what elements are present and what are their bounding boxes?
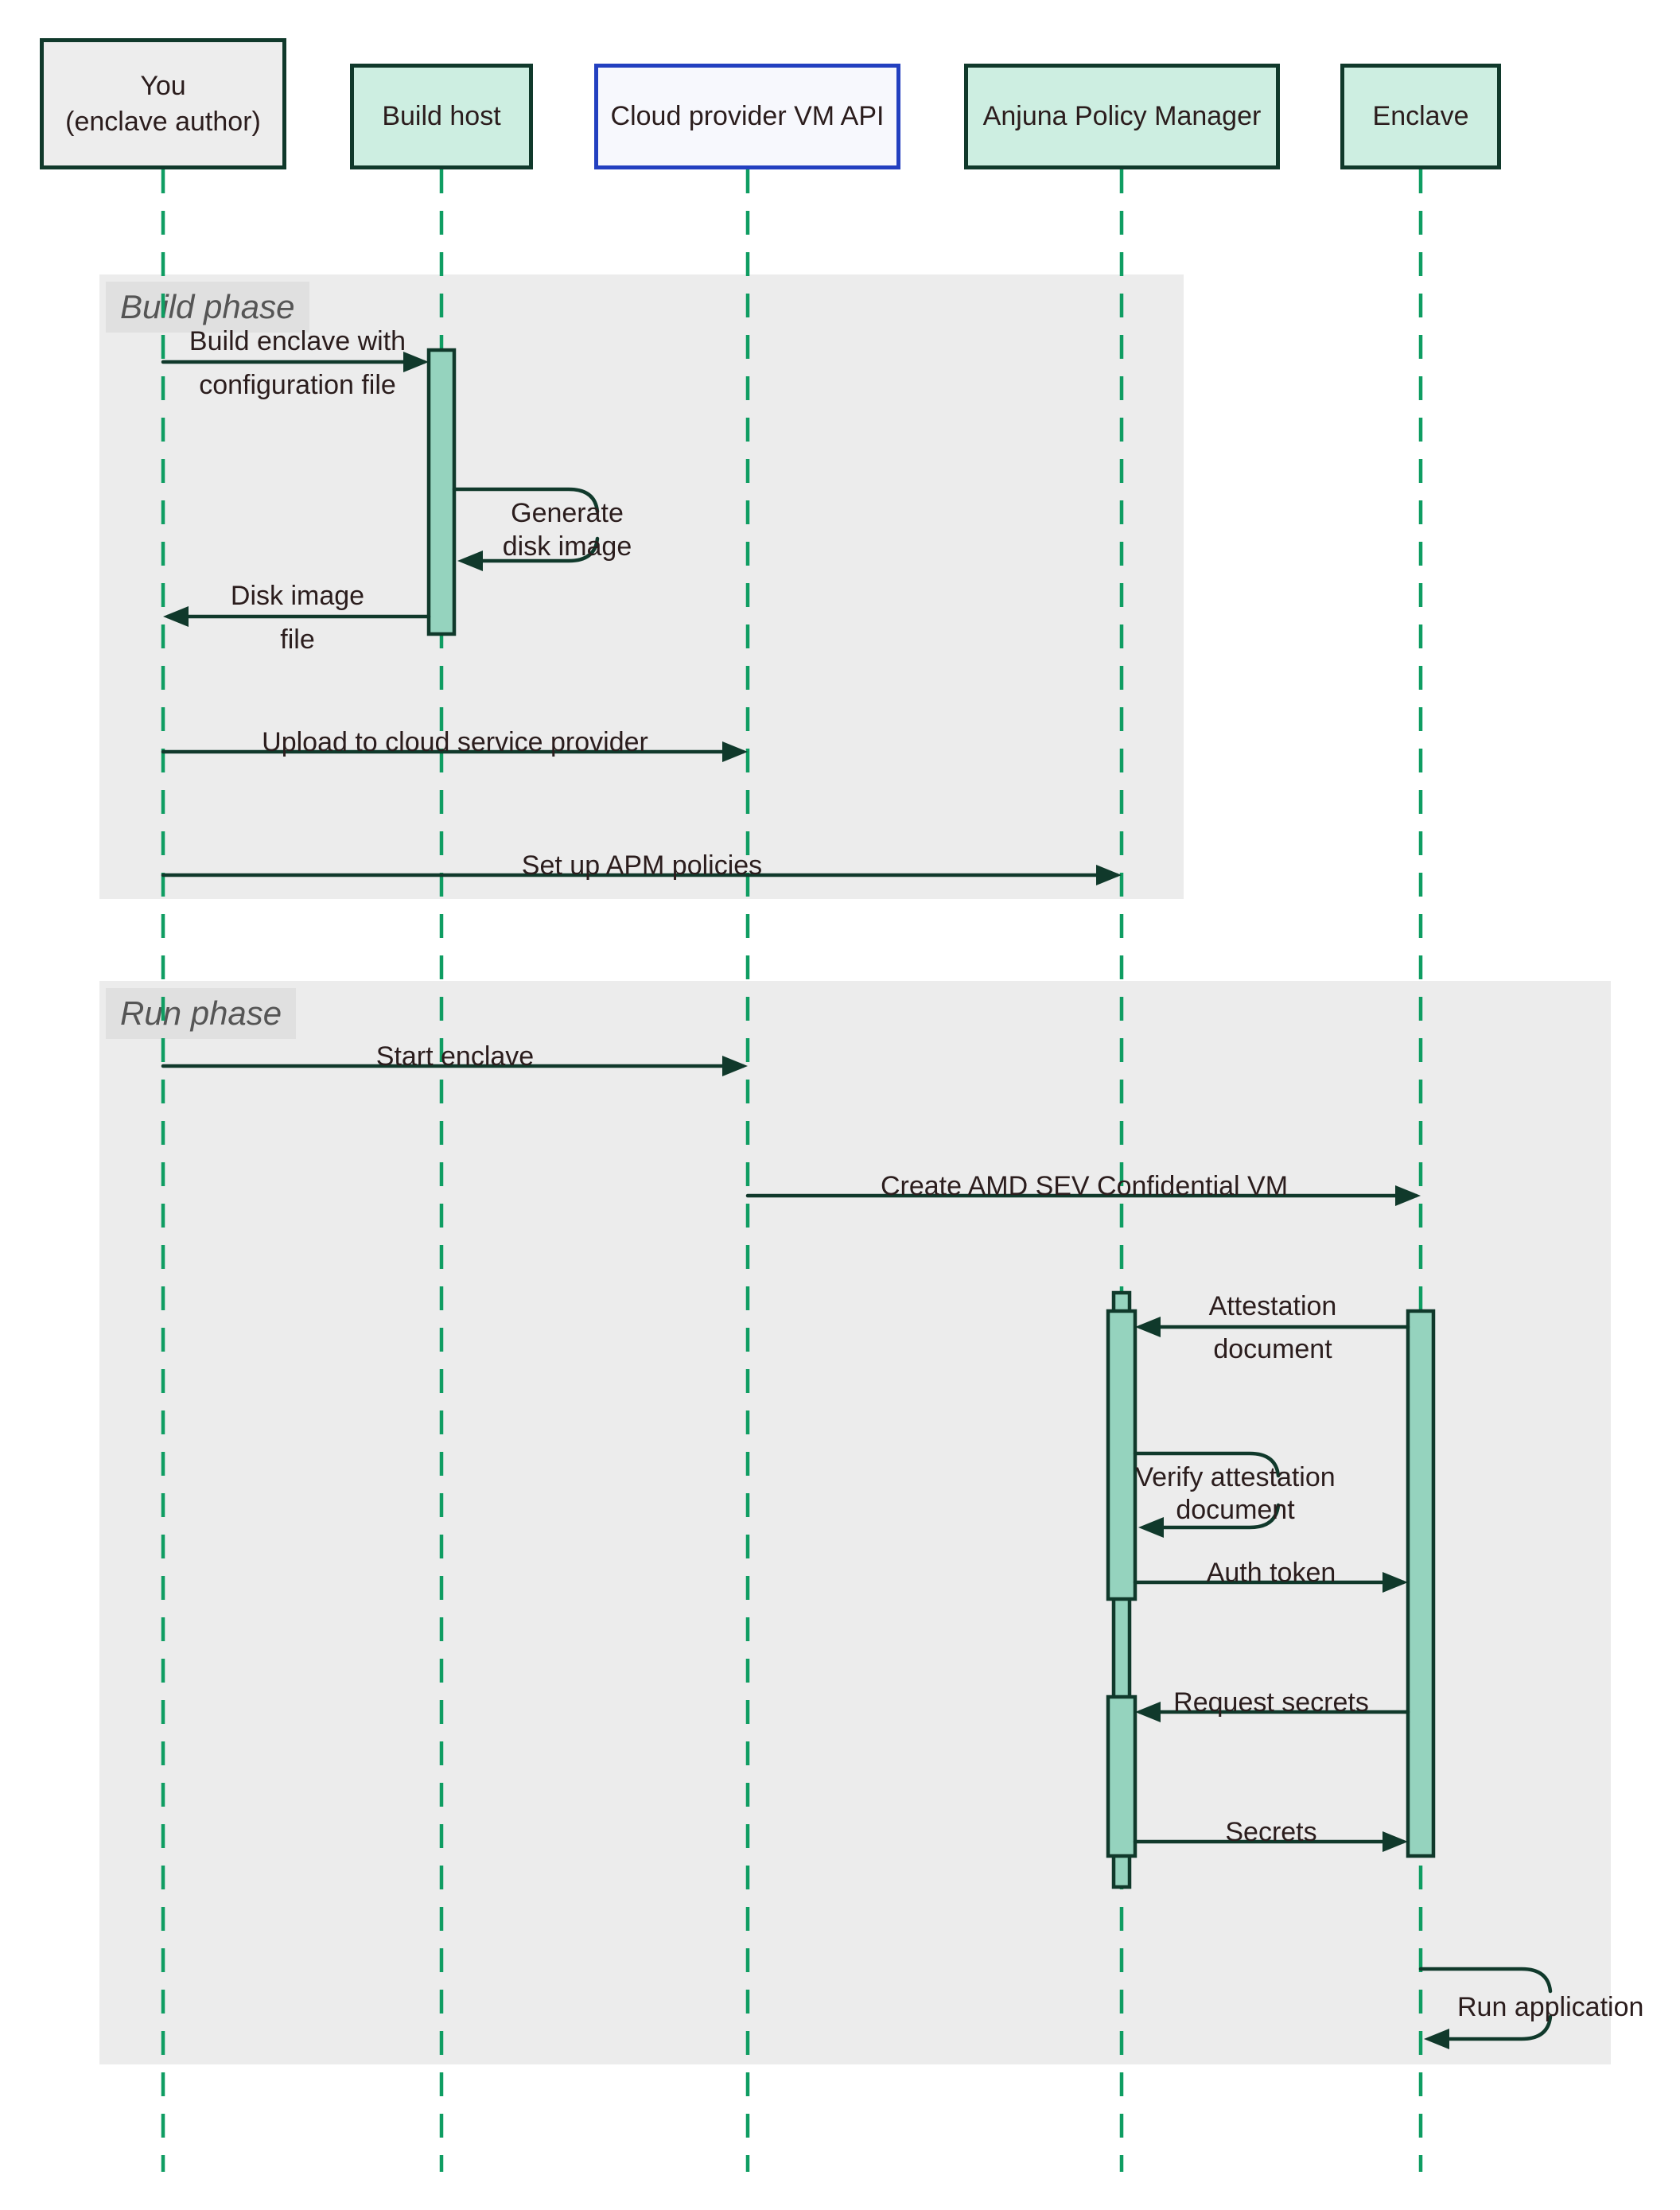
arrowhead-request-secrets [1135,1702,1161,1722]
self-message-back-verify-attestation-document [1161,1503,1281,1530]
message-label-secrets: Secrets [1225,1817,1317,1847]
actor-label-apm: Anjuna Policy Manager [982,101,1262,132]
actor-enclave: Enclave [1340,64,1501,169]
phase-band-run [99,981,1611,2064]
message-label-create-amd-sev-confidential-vm: Create AMD SEV Confidential VM [880,1171,1289,1201]
self-message-back-run-application [1447,2014,1553,2041]
actor-apm: Anjuna Policy Manager [964,64,1280,169]
message-label-run-application: Run application [1457,1992,1644,2022]
message-label-set-up-apm-policies: Set up APM policies [521,850,763,881]
phase-label-build: Build phase [106,282,309,333]
actor-label-enclave: Enclave [1372,101,1469,132]
arrowhead-secrets [1382,1831,1408,1852]
actor-label-you: (enclave author) [65,106,261,137]
message-label-upload-to-cloud-service-provider: Upload to cloud service provider [262,727,648,757]
arrowhead-set-up-apm-policies [1096,865,1122,885]
message-label-start-enclave: Start enclave [375,1041,535,1072]
phase-label-run: Run phase [106,988,297,1040]
activation-bar-enclave [1406,1309,1436,1858]
actor-build-host: Build host [350,64,533,169]
actor-label-cloud-api: Cloud provider VM API [610,101,885,132]
message-label-build-enclave-with-configuration-file: Build enclave with [189,326,406,356]
activation-bar-apm [1106,1694,1138,1858]
self-message-out-run-application [1418,1967,1553,1994]
message-label-disk-image-file: file [280,624,315,655]
message-label-attestation-document: Attestation [1208,1291,1337,1321]
arrowhead-build-enclave-with-configuration-file [403,352,429,372]
message-label-generate-disk-image: disk image [502,531,632,562]
self-message-out-verify-attestation-document [1133,1451,1281,1478]
message-label-verify-attestation-document: Verify attestation [1135,1462,1336,1492]
arrowhead-attestation-document [1135,1317,1161,1337]
arrowhead-upload-to-cloud-service-provider [722,741,748,762]
message-label-attestation-document: document [1213,1334,1332,1364]
self-message-back-generate-disk-image [480,536,600,563]
arrowhead-run-application [1424,2029,1449,2049]
arrowhead-verify-attestation-document [1138,1517,1164,1538]
message-label-verify-attestation-document: document [1176,1495,1295,1525]
actor-cloud-api: Cloud provider VM API [594,64,900,169]
phase-band-build [99,274,1184,899]
actor-you: You (enclave author) [40,38,286,169]
activation-bar-apm [1106,1309,1138,1601]
message-label-request-secrets: Request secrets [1173,1687,1369,1718]
self-message-out-generate-disk-image [452,487,600,514]
message-label-auth-token: Auth token [1206,1558,1336,1588]
actor-label-build-host: Build host [382,101,501,132]
arrowhead-auth-token [1382,1572,1408,1593]
arrowhead-start-enclave [722,1056,748,1076]
arrowhead-create-amd-sev-confidential-vm [1395,1185,1421,1206]
message-label-generate-disk-image: Generate [511,498,624,528]
arrowhead-disk-image-file [163,606,189,627]
message-label-disk-image-file: Disk image [230,581,365,611]
actor-label-you: You [140,71,186,102]
activation-bar-build-host [426,348,457,636]
message-label-build-enclave-with-configuration-file: configuration file [199,370,396,400]
arrowhead-generate-disk-image [457,551,483,571]
